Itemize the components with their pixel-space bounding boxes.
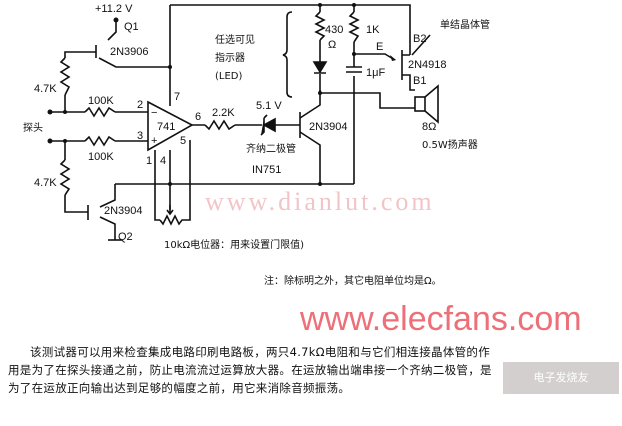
junctions (47, 3, 356, 186)
r-1k-label: 1K (366, 24, 380, 36)
r-led-unit: Ω (328, 39, 336, 51)
r-top-label: 4.7K (34, 83, 57, 95)
cap-label: 1μF (366, 67, 385, 79)
pin-2: 2 (137, 99, 143, 111)
resistor-4-7k-bottom (59, 159, 71, 196)
resistor-4-7k-top (59, 57, 71, 96)
speaker-icon (414, 84, 439, 124)
pin-plus: + (151, 135, 157, 147)
opamp-741 (147, 100, 194, 152)
r-in-bottom-label: 100K (88, 151, 114, 163)
led-brace (282, 11, 293, 98)
pin-7: 7 (174, 91, 180, 103)
ujt-pointer (411, 34, 431, 56)
potentiometer (159, 214, 185, 226)
q1-part: 2N3906 (110, 46, 149, 58)
r-bottom-label: 4.7K (34, 177, 57, 189)
led-note-3: (LED) (215, 71, 242, 82)
resistor-100k-bottom (84, 135, 116, 147)
r-led-label: 430 (325, 24, 343, 36)
caption-paragraph: 该测试器可以用来检查集成电路印刷电路板，两只4.7kΩ电阻和与它们相连接晶体管的… (8, 345, 492, 395)
footnote: 注：除标明之外，其它电阻单位均是Ω。 (264, 274, 442, 287)
elecfans-logo: 电子发烧友 elecfans.com (503, 362, 619, 416)
q2-part: 2N3904 (104, 205, 143, 217)
watermark-elecfans: www.elecfans.com (299, 300, 582, 338)
resistor-430 (314, 11, 326, 41)
zener-voltage: 5.1 V (256, 100, 282, 112)
q1-label: Q1 (124, 21, 139, 33)
led-diode (312, 61, 328, 74)
ujt-arrow (390, 55, 396, 61)
wires (50, 4, 415, 240)
led-note-1: 任选可见 (215, 33, 255, 46)
probe-label[interactable]: 探头 (23, 121, 43, 134)
pin-3: 3 (137, 130, 143, 142)
pot-note: 10kΩ电位器：用来设置门限值) (164, 238, 304, 251)
speaker-ohm: 8Ω (422, 121, 436, 133)
q3-part: 2N3904 (309, 121, 348, 133)
ujt-b1: B1 (413, 75, 426, 87)
zener-diode (260, 114, 276, 136)
zener-name: 齐纳二极管 (246, 142, 296, 155)
ujt-name: 单结晶体管 (440, 18, 490, 31)
q2-label: Q2 (118, 231, 133, 243)
r-in-top-label: 100K (88, 95, 114, 107)
ujt-e: E (376, 41, 383, 53)
ujt-b2: B2 (413, 33, 426, 45)
opamp-label: 741 (157, 121, 175, 133)
led-note-2: 指示器 (215, 51, 245, 64)
pin-6: 6 (195, 111, 201, 123)
resistors (59, 11, 360, 226)
pin-1: 1 (146, 155, 152, 167)
circuit-diagram: +11.2 V Q1 2N3906 4.7K 4.7K 100K 100K 探头… (23, 3, 582, 338)
ujt-part: 2N4918 (408, 59, 447, 71)
pin-5: 5 (180, 135, 186, 147)
pot-wiper (166, 205, 174, 216)
speaker-name: 0.5W扬声器 (422, 138, 478, 151)
resistor-100k-top (84, 106, 116, 118)
resistor-1k (348, 11, 360, 43)
capacitor-1uf (346, 66, 362, 73)
zener-part: IN751 (252, 164, 281, 176)
r-out-label: 2.2K (212, 107, 235, 119)
supply-label: +11.2 V (95, 3, 133, 15)
resistor-2-2k (204, 119, 236, 131)
watermark-dianlut: www.dianlut.com (205, 187, 435, 216)
pin-4: 4 (160, 155, 166, 167)
pin-minus: − (151, 107, 157, 119)
